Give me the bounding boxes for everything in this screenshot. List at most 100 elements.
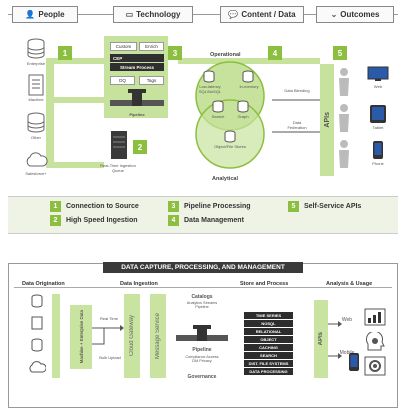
tablet-icon [370,105,386,123]
flow-band-5 [280,58,320,64]
store-label-low-latency: Low-latency SQL/NoSQL [198,84,222,94]
bottom-pipeline-label: Pipeline [192,347,212,353]
chevron-icon: ⌄ [330,10,338,19]
cloud-gateway-bar: Cloud Gateway [124,294,140,378]
store-label-object: Object/File Stores [214,144,246,149]
step-number-5: 5 [333,46,347,60]
ingestion-queue-label: Real-Time Ingestion Queue [100,163,136,173]
store-dist-file-systems: DIST. FILE SYSTEMS [244,360,293,367]
store-label-search: Search [211,114,225,119]
step-number-4: 4 [268,46,282,60]
header-content-data: 💬 Content / Data [220,6,304,23]
pipeline-cep-bar: CEP [110,54,164,62]
store-search: SEARCH [244,352,293,359]
output-label-phone: Phone [372,161,384,166]
header-line [8,14,398,15]
flow-band-sources [46,58,54,168]
output-label-web: Web [373,84,383,89]
speaker-icon [364,356,386,376]
store-nosql: NOSQL [244,320,293,327]
flow-band-3 [178,58,288,64]
machine-icon [28,74,44,96]
store-caching: CACHING [244,344,293,351]
output-label-tablet: Tablet [372,125,384,130]
catalogs-label: Catalogs [191,294,213,300]
pipeline-valve-icon [110,89,164,106]
bottom-pipeline-valve-icon [176,325,228,341]
chat-icon: 💬 [228,10,239,19]
mobile-icon [349,353,359,371]
server-icon [111,131,127,159]
step-number-3: 3 [168,46,182,60]
origin-band [52,294,60,378]
real-time-label: Real Time [99,316,118,321]
pipeline-tags-box: Tags [139,76,164,85]
bar-chart-icon [364,308,386,326]
col-data-ingestion: Data Ingestion [120,281,158,287]
machine-data-block: Machine + Enterprise Data [70,305,92,369]
legend-panel [8,196,398,234]
message-service-bar: Message Service [150,294,166,378]
origin-cloud-icon [29,361,46,373]
source-label-enterprise: Enterprise [26,61,46,66]
bottom-output-mobile: Mobile [339,350,355,356]
source-label-salesforce: Salesforce+ [25,171,47,176]
origin-db-icon [31,294,43,308]
person-icon: 👤 [25,10,36,19]
pipeline-dq-box: DQ [110,76,135,85]
header-people: 👤 People [12,6,78,23]
low-latency-db-icon [203,70,215,83]
origin-machine-icon [31,316,43,330]
source-label-other: Other [30,135,41,140]
pipeline-stream-bar: Stream Process [110,63,164,71]
bottom-output-arrows [328,321,342,359]
flow-band-1 [54,58,104,64]
origin-db2-icon [31,338,43,352]
flow-band-1c [54,162,104,168]
object-store-icon [224,130,236,143]
header-outcomes: ⌄ Outcomes [316,6,394,23]
flow-arrows [272,97,324,135]
store-label-graph: Graph [237,114,249,119]
step-number-2: 2 [133,140,147,154]
web-monitor-icon [367,66,389,81]
header-technology: ▭ Technology [113,6,193,23]
store-label-in-memory: In-memory [239,84,259,89]
analytical-label: Analytical [212,176,238,182]
pipeline-enrich-box: Enrich [139,42,164,51]
governance-label: Governance [187,374,217,380]
store-data-processing: DATA PROCESSING [244,368,293,375]
phone-icon [373,141,383,159]
apis-label: APIs [323,112,331,128]
store-object: OBJECT [244,336,293,343]
apis-column: APIs [320,64,334,176]
in-memory-db-icon [242,70,254,83]
column-header-line [14,287,392,288]
ingestion-arrows [92,325,124,345]
data-blending-label: Data Blending [284,88,310,93]
flow-band-1b [54,97,104,103]
graph-db-icon [237,100,249,113]
step-number-1: 1 [58,46,72,60]
col-data-origination: Data Origination [22,281,65,287]
bottom-apis-bar: APIs [314,300,328,378]
bottom-panel-title: DATA CAPTURE, PROCESSING, AND MANAGEMENT [103,262,303,273]
pipeline-custom-box: Custom [110,42,137,51]
head-gears-icon [365,332,385,351]
bottom-output-web: Web [341,317,353,323]
source-label-machine: Machine [28,97,44,102]
other-db-icon [27,112,45,133]
col-analysis-usage: Analysis & Usage [326,281,373,287]
governance-items: Compliance Access DM Privacy [185,355,219,363]
col-store-process: Store and Process [240,281,289,287]
store-relational: RELATIONAL [244,328,293,335]
data-federation-label: Data Federation [287,120,307,130]
cloud-icon [26,152,48,167]
search-db-icon [212,100,224,113]
enterprise-db-icon [27,38,45,59]
